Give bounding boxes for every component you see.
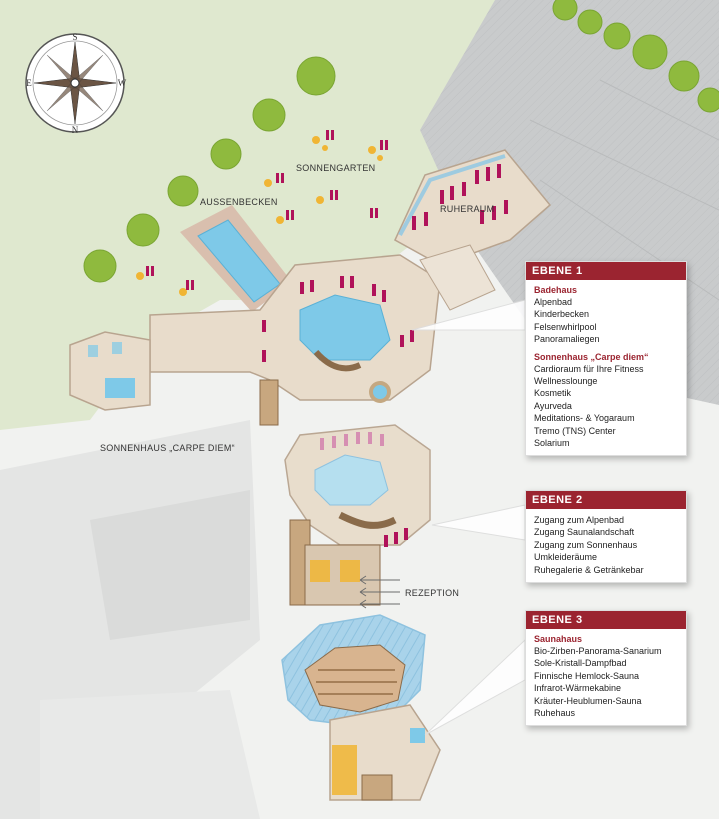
badehaus-level1 [149, 254, 441, 401]
section-heading: Saunahaus [534, 634, 583, 644]
compass-rose-icon: S N W E [25, 32, 127, 135]
info-box-ebene3: EBENE 3 Saunahaus Bio-Zirben-Panorama-Sa… [525, 610, 687, 727]
list-item: Wellnesslounge [534, 376, 598, 387]
section-heading: Badehaus [534, 285, 578, 295]
label-aussenbecken: AUSSENBECKEN [200, 197, 278, 207]
list-item: Bio-Zirben-Panorama-Sanarium [534, 646, 662, 656]
parking-lines [529, 79, 719, 301]
label-rezeption: REZEPTION [405, 588, 460, 598]
sonnenhaus-building [69, 331, 151, 411]
ebene2-title: EBENE 2 [526, 491, 686, 509]
list-item: Tremo (TNS) Center [534, 425, 616, 436]
level2-pool-outline [314, 454, 389, 506]
sonnenhaus-pool [105, 378, 135, 398]
ruheraum-glass [398, 154, 506, 236]
level2-loungers [320, 432, 384, 450]
list-item: Felsenwhirlpool [534, 321, 597, 332]
list-item: Panoramaliegen [534, 334, 600, 345]
info-box-ebene1: EBENE 1 Badehaus Alpenbad Kinderbecken F… [525, 261, 687, 457]
stairs-level1 [313, 349, 362, 372]
ghost-building [90, 490, 250, 640]
list-item: Ruhegalerie & Getränkebar [534, 564, 644, 575]
indoor-pool [299, 294, 391, 361]
section-heading: Sonnenhaus „Carpe diem“ [534, 351, 649, 362]
steam-bath [410, 728, 425, 743]
list-item: Ayurveda [534, 400, 572, 411]
list-item: Cardioraum für Ihre Fitness [534, 363, 644, 374]
label-sonnengarten: SONNENGARTEN [296, 163, 376, 173]
list-item: Infrarot-Wärmekabine [534, 683, 622, 694]
stairs-level2 [338, 511, 397, 529]
compass-w: W [118, 78, 127, 88]
list-item: Finnische Hemlock-Sauna [534, 670, 640, 681]
list-item: Kosmetik [534, 388, 572, 399]
list-item: Kinderbecken [534, 309, 590, 320]
list-item: Zugang zum Sonnenhaus [534, 539, 638, 550]
list-item: Sole-Kristall-Dampfbad [534, 658, 627, 669]
ebene1-title: EBENE 1 [526, 262, 686, 280]
list-item: Solarium [534, 438, 570, 449]
list-item: Kräuter-Heublumen-Sauna [534, 695, 642, 706]
compass-s: S [72, 32, 77, 42]
list-item: Alpenbad [534, 297, 573, 307]
list-item: Ruhehaus [534, 708, 576, 719]
stairway [259, 379, 279, 426]
ebene3-title: EBENE 3 [526, 611, 686, 629]
felsenwhirlpool [373, 385, 387, 399]
panorama-sanarium [304, 644, 406, 713]
ghost-building [40, 690, 260, 819]
label-sonnenhaus: SONNENHAUS „CARPE DIEM“ [100, 443, 235, 453]
list-item: Zugang zum Alpenbad [534, 515, 625, 525]
list-item: Zugang Saunalandschaft [534, 527, 635, 538]
compass-n: N [72, 125, 79, 135]
label-ruheraum: RUHERAUM [440, 204, 495, 214]
garden-loungers [146, 130, 388, 290]
ruheraum-annex [419, 244, 496, 311]
tree-row [83, 0, 719, 283]
list-item: Meditations- & Yogaraum [534, 413, 635, 424]
stairway-level3 [361, 774, 393, 801]
infrared-cabin [332, 745, 357, 795]
callout-pointers [411, 299, 526, 736]
lawn-area [0, 0, 560, 430]
indoor-loungers [262, 164, 508, 362]
list-item: Umkleideräume [534, 552, 598, 563]
info-box-ebene2: EBENE 2 Zugang zum Alpenbad Zugang Sauna… [525, 490, 687, 584]
rezeption-arrows [360, 579, 400, 605]
compass-e: E [26, 78, 32, 88]
